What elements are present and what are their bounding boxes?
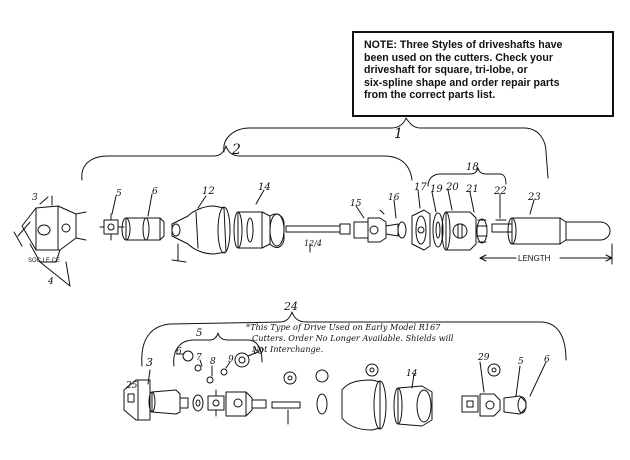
callout-5: 5 — [116, 189, 122, 199]
callout-35: 5 — [518, 357, 524, 367]
brace-5-lower — [173, 332, 263, 367]
callout-24: 24 — [283, 300, 298, 313]
lower-note-line-3: Not Interchange. — [251, 344, 323, 354]
lower-note-line-2: Cutters. Order No Longer Available. Shie… — [252, 333, 454, 343]
part-28-cross — [207, 389, 225, 417]
callout-26: 3 — [146, 356, 153, 369]
note-line-2: been used on the cutters. Check your — [364, 51, 553, 64]
leader-lines-top — [39, 189, 535, 287]
callout-17: 17 — [414, 182, 427, 193]
part-27-washer — [192, 394, 204, 412]
callout-27: 5 — [196, 328, 202, 339]
callout-21: 21 — [465, 184, 479, 195]
part-6-sleeve — [121, 217, 165, 241]
callout-33: 14 — [406, 369, 418, 379]
part-20-coupling-hub — [441, 211, 477, 251]
part-17-flange — [411, 209, 431, 251]
hole-spec-label: SOC.LE.CE — [28, 258, 60, 264]
callout-32: 10 — [252, 347, 264, 357]
brace-2 — [81, 145, 413, 181]
callout-22: 22 — [493, 186, 507, 197]
callout-4: 4 — [47, 277, 54, 287]
callout-16: 16 — [388, 193, 400, 203]
length-dimension — [479, 243, 613, 265]
callout-23: 23 — [527, 192, 541, 203]
note-line-5: from the correct parts list. — [364, 89, 496, 102]
part-14-housing-lower — [393, 385, 433, 427]
note-line-1: NOTE: Three Styles of driveshafts have — [364, 39, 563, 51]
part-33-bell-lower — [341, 363, 387, 431]
part-coupling-lower — [461, 363, 527, 417]
callout-29: 7 — [196, 353, 202, 363]
part-26-tube-lower — [148, 389, 189, 415]
part-25-guard-lower — [123, 379, 151, 421]
callout-30: 8 — [210, 357, 216, 367]
part-21-gear — [476, 218, 488, 244]
part-29-yoke — [225, 391, 267, 417]
callout-3: 3 — [32, 193, 38, 203]
callout-28: 6 — [176, 347, 182, 357]
part-32-ring — [315, 369, 329, 415]
part-3-guard-housing — [13, 195, 87, 263]
brace-24 — [141, 311, 567, 367]
callout-labels: 1 2 3 4 5 6 12 14 15 16 17 18 19 20 21 2… — [28, 126, 551, 391]
note-line-3: driveshaft for square, tri-lobe, or — [364, 64, 528, 77]
part-5-cross-fitting — [99, 213, 125, 241]
brace-18 — [427, 167, 507, 187]
callout-18: 18 — [466, 162, 479, 173]
part-31-drive-pin — [271, 371, 301, 425]
leader-lines-bottom — [147, 351, 547, 397]
length-label: LENGTH — [518, 254, 551, 263]
part-12-bell-housing — [171, 205, 231, 263]
driveshaft-note-box: NOTE: Three Styles of driveshafts have b… — [352, 31, 614, 117]
brace-1 — [223, 117, 549, 179]
part-19-coupling — [432, 212, 444, 248]
callout-6: 6 — [152, 187, 158, 197]
callout-19: 19 — [430, 184, 443, 195]
callout-34: 29 — [477, 353, 490, 363]
callout-2: 2 — [231, 142, 241, 158]
callout-20: 20 — [445, 182, 459, 193]
driveshaft — [285, 223, 351, 253]
lower-note-line-1: *This Type of Drive Used on Early Model … — [246, 322, 441, 332]
part-23-outer-tube — [507, 217, 611, 245]
callout-1: 1 — [394, 126, 403, 142]
callout-31: 9 — [228, 355, 234, 365]
callout-36: 6 — [544, 355, 550, 365]
part-15-universal-joint — [353, 209, 407, 243]
note-line-4: six-spline shape and order repair parts — [364, 76, 560, 89]
shaft-mark: 12/4 — [304, 239, 322, 248]
callout-12: 12 — [202, 186, 215, 197]
callout-14: 14 — [258, 182, 271, 193]
part-14-bearing-housing — [233, 211, 285, 249]
callout-25: 25 — [125, 381, 138, 391]
callout-15: 15 — [350, 199, 362, 209]
part-30-small-cups — [182, 350, 250, 384]
